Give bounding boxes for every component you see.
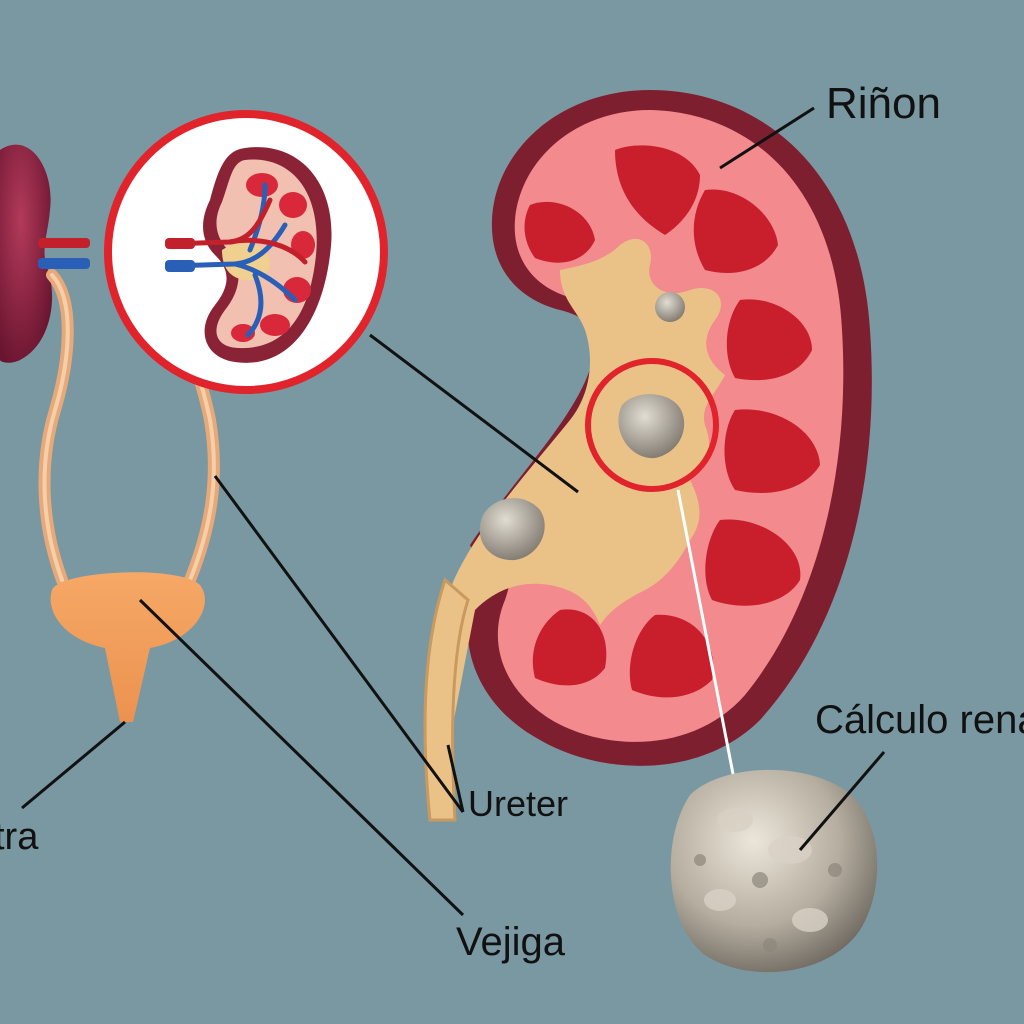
leader-vejiga bbox=[138, 598, 465, 917]
kidney-stone-small-1 bbox=[479, 498, 545, 561]
leader-lines bbox=[21, 106, 886, 917]
leader-ureter-2 bbox=[446, 744, 465, 813]
kidney-stone-small-2 bbox=[655, 292, 685, 322]
label-rinon: Riñon bbox=[826, 79, 941, 128]
leader-ureter-1 bbox=[213, 475, 465, 813]
urinary-system-small bbox=[0, 144, 220, 722]
stone-highlight-ring bbox=[585, 358, 719, 492]
leader-calculo bbox=[798, 751, 886, 851]
label-calculo-renal: Cálculo renal bbox=[815, 698, 1024, 742]
leader-uretra bbox=[21, 720, 126, 810]
magnified-kidney-callout bbox=[104, 110, 388, 394]
bladder bbox=[50, 572, 205, 722]
renal-pyramids bbox=[524, 145, 820, 698]
small-kidney-left bbox=[0, 144, 53, 363]
label-ureter: Ureter bbox=[468, 783, 569, 824]
leader-rinon bbox=[719, 106, 815, 170]
renal-pelvis bbox=[431, 238, 725, 745]
kidney-cross-section bbox=[423, 90, 872, 822]
renal-artery-small bbox=[38, 238, 90, 248]
leader-magnifier bbox=[369, 333, 579, 494]
renal-vein-small bbox=[38, 258, 90, 269]
ureter-big bbox=[423, 577, 470, 822]
label-vejiga: Vejiga bbox=[456, 920, 565, 964]
label-uretra: tra bbox=[0, 816, 39, 858]
kidney-stone-highlighted bbox=[618, 394, 685, 459]
